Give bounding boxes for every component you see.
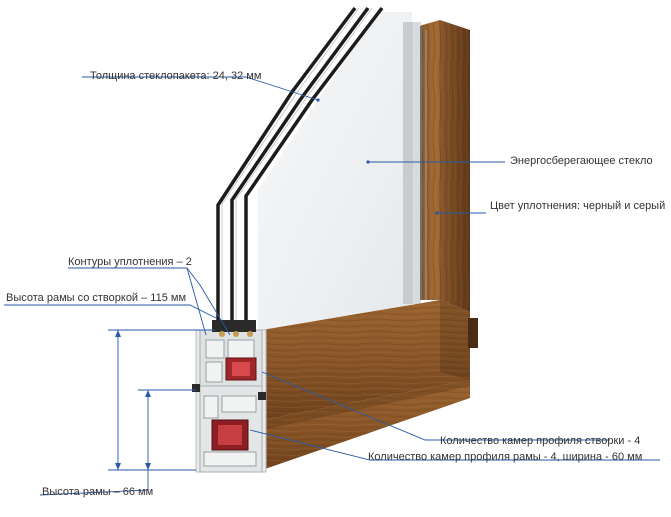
- leader-arrows: [115, 98, 439, 470]
- seal-block: [212, 320, 256, 332]
- label-seal-color: Цвет уплотнения: черный и серый: [490, 200, 666, 212]
- label-energy-glass: Энергосберегающее стекло: [510, 155, 653, 167]
- leader-lines: [4, 76, 660, 496]
- label-glass-thickness: Толщина стеклопакета: 24, 32 мм: [90, 70, 262, 82]
- glass-pane: [258, 12, 412, 330]
- label-frame-chambers: Количество камер профиля рамы - 4, ширин…: [368, 451, 643, 463]
- label-sash-chambers: Количество камер профиля створки - 4: [440, 435, 641, 447]
- label-frame-height: Высота рамы – 66 мм: [42, 486, 154, 498]
- glazing-bead: [403, 22, 413, 304]
- label-frame-sash-height: Высота рамы со створкой – 115 мм: [6, 292, 187, 304]
- glass-edge-seals: [216, 6, 384, 330]
- label-seal-contours: Контуры уплотнения – 2: [68, 256, 192, 268]
- pvc-profile-section: [192, 320, 267, 473]
